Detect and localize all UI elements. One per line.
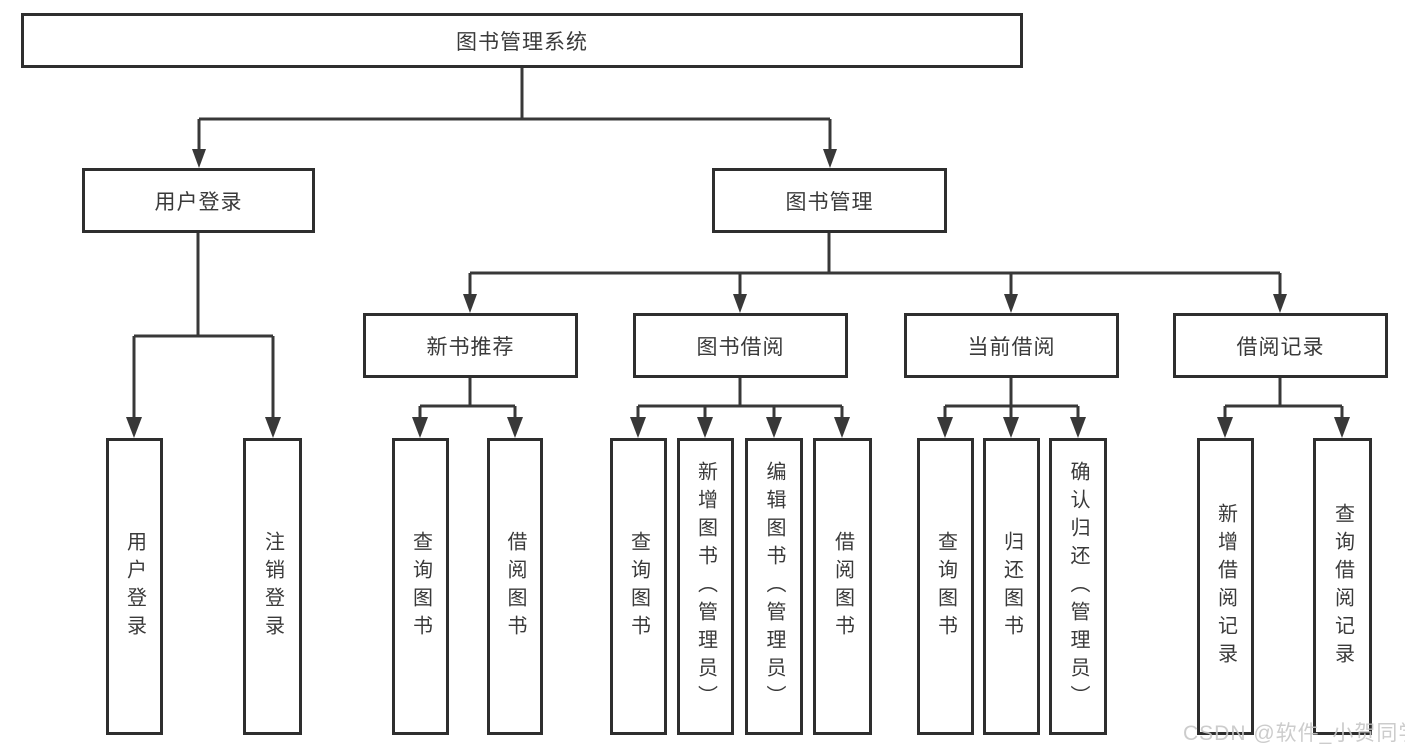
leaf-query-book-2-label: 查询图书 [627,530,650,643]
leaf-logout: 注销登录 [243,438,302,735]
leaf-query-book-3: 查询图书 [917,438,974,735]
leaf-query-book-2: 查询图书 [610,438,667,735]
node-book-borrow-label: 图书借阅 [696,335,785,359]
connector-new-book-to-leaves [412,378,523,438]
node-current-borrow-label: 当前借阅 [967,335,1056,359]
leaf-borrow-book-2-label: 借阅图书 [831,530,854,643]
leaf-query-book-1-label: 查询图书 [409,530,432,643]
connector-book-borrow-to-leaves [630,378,850,438]
connector-borrow-record-to-leaves [1217,378,1350,438]
leaf-logout-label: 注销登录 [261,530,284,643]
node-new-book-recommend-label: 新书推荐 [426,335,515,359]
node-borrow-record-label: 借阅记录 [1236,335,1325,359]
leaf-borrow-book-1-label: 借阅图书 [504,530,526,643]
leaf-query-book-3-label: 查询图书 [934,530,957,643]
leaf-query-borrow-record-label: 查询借阅记录 [1331,502,1354,671]
leaf-confirm-return-admin-label: 确认归还（管理员） [1067,460,1089,713]
leaf-query-book-1: 查询图书 [392,438,449,735]
leaf-add-borrow-record: 新增借阅记录 [1197,438,1254,735]
leaf-edit-book-admin-label: 编辑图书（管理员） [763,460,785,713]
leaf-user-login: 用户登录 [106,438,163,735]
leaf-borrow-book-2: 借阅图书 [813,438,872,735]
leaf-add-book-admin-label: 新增图书（管理员） [694,460,717,713]
connector-user-login-to-leaves [126,233,281,438]
node-user-login-label: 用户登录 [154,190,243,214]
node-book-management: 图书管理 [712,168,947,233]
connector-book-mgmt-to-level3 [463,233,1287,313]
leaf-confirm-return-admin: 确认归还（管理员） [1049,438,1107,735]
node-new-book-recommend: 新书推荐 [363,313,578,378]
node-borrow-record: 借阅记录 [1173,313,1388,378]
node-root-label: 图书管理系统 [456,30,588,54]
node-current-borrow: 当前借阅 [904,313,1119,378]
leaf-add-borrow-record-label: 新增借阅记录 [1214,502,1237,671]
leaf-user-login-label: 用户登录 [123,530,146,643]
leaf-borrow-book-1: 借阅图书 [487,438,543,735]
leaf-return-book-label: 归还图书 [1000,530,1023,643]
node-book-management-label: 图书管理 [785,190,874,214]
connector-current-borrow-to-leaves [937,378,1086,438]
leaf-query-borrow-record: 查询借阅记录 [1313,438,1372,735]
node-book-borrow: 图书借阅 [633,313,848,378]
leaf-edit-book-admin: 编辑图书（管理员） [745,438,803,735]
node-user-login: 用户登录 [82,168,315,233]
csdn-watermark: CSDN @软件_小贺同学 [1183,722,1405,745]
leaf-return-book: 归还图书 [983,438,1040,735]
leaf-add-book-admin: 新增图书（管理员） [677,438,734,735]
node-root: 图书管理系统 [21,13,1023,68]
connector-root-to-level2 [192,68,837,168]
